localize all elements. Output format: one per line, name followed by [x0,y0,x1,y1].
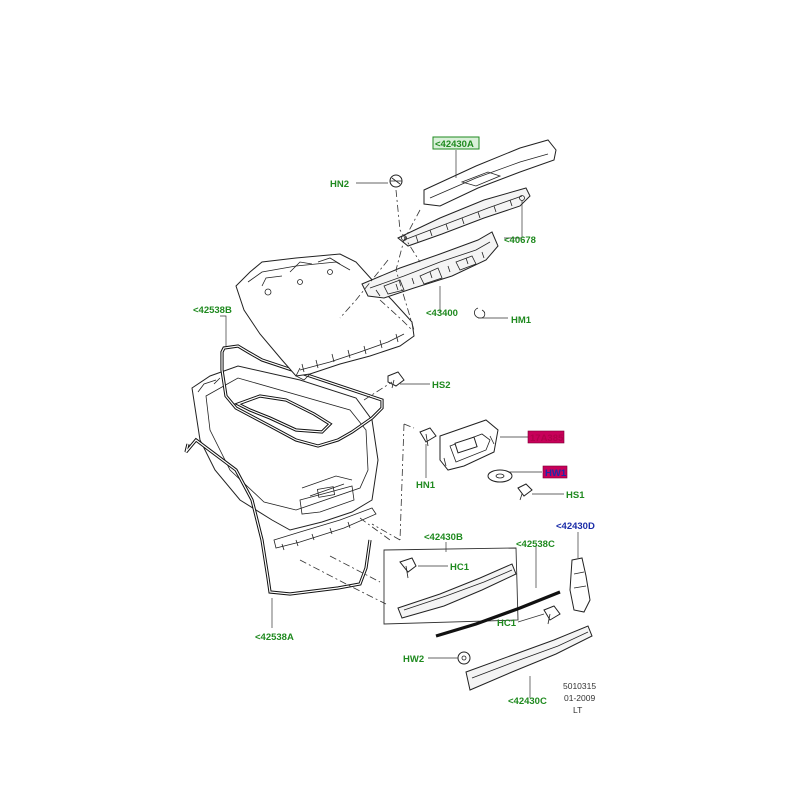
label-42538C[interactable]: <42538C [516,539,555,550]
assembly-dashline [371,423,415,541]
clip-HC1-lower [543,605,561,625]
label-HC1-lower[interactable]: HC1 [497,618,517,629]
label-42430B[interactable]: <42430B [424,532,463,543]
label-42538B[interactable]: <42538B [193,305,232,316]
reinforcement-strip-40678 [397,187,531,247]
label-43400[interactable]: <43400 [426,308,458,319]
assembly-box-42430B [383,547,519,625]
reference-number: 5010315 [563,681,596,691]
washer-HW2 [457,651,471,665]
reference-code: LT [573,705,582,715]
lower-moulding-42430C [465,625,593,691]
label-HN1[interactable]: HN1 [416,480,436,491]
moulding-42430D [569,557,591,613]
fastener-HN2 [389,174,403,188]
label-42430C[interactable]: <42430C [508,696,547,707]
weatherstrip-42538A [184,437,372,596]
label-42430A[interactable]: <42430A [432,136,480,150]
spoiler-moulding-42430A [423,139,557,207]
label-42538A[interactable]: <42538A [255,632,294,643]
label-17A385[interactable]: 17A385 [527,430,565,444]
handle-housing-43400 [361,231,499,299]
screw-HS1 [517,483,533,501]
strip-42538C [435,590,561,638]
screw-HS2 [387,371,405,389]
clip-HM1 [474,307,486,319]
label-42430D[interactable]: <42430D [556,521,595,532]
svg-text:17A385: 17A385 [530,433,564,444]
tailgate-shell [191,365,379,551]
assembly-lines [299,189,421,605]
label-HC1-upper[interactable]: HC1 [450,562,470,573]
label-HS1[interactable]: HS1 [566,490,585,501]
label-HM1[interactable]: HM1 [511,315,532,326]
label-HS2[interactable]: HS2 [432,380,450,391]
reference-date: 01-2009 [564,693,595,703]
svg-text:<42430A: <42430A [435,139,474,150]
svg-text:HW1: HW1 [545,468,567,479]
label-HW1[interactable]: HW1 [542,465,568,479]
bracket-17A385 [439,419,499,471]
leader-lines [220,150,579,698]
label-HN2[interactable]: HN2 [330,179,349,190]
washer-HW1 [487,469,513,483]
label-40678[interactable]: <40678 [504,235,536,246]
window-seal-42538B [220,344,384,448]
fastener-HN1 [419,427,437,447]
label-HW2[interactable]: HW2 [403,654,424,665]
